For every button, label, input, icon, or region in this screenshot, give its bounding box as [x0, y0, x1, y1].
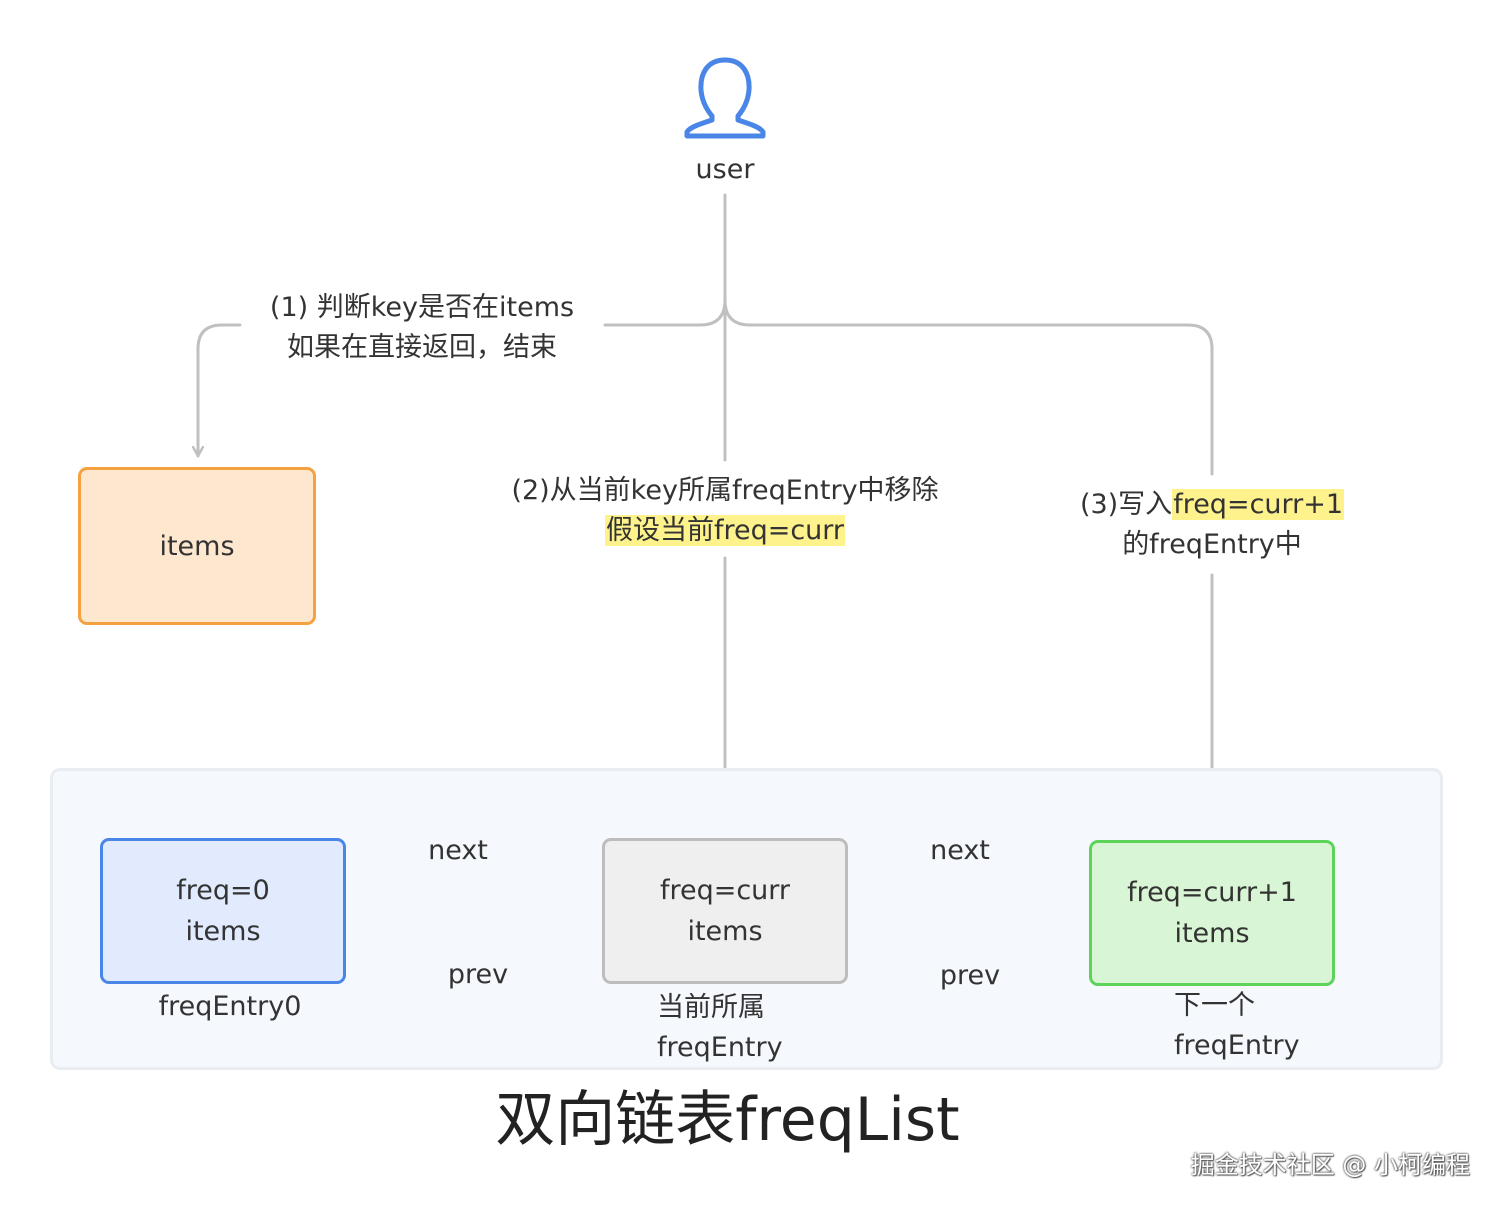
next-label-0: next	[428, 835, 488, 866]
items-box-label: items	[159, 530, 235, 562]
freq-node-1-items: items	[687, 916, 763, 947]
step2-line1: (2)从当前key所属freqEntry中移除	[511, 475, 939, 506]
connector-step1-left	[198, 323, 242, 458]
step3-label: (3)写入freq=curr+1 的freqEntry中	[1062, 485, 1362, 565]
step3-highlight: freq=curr+1	[1172, 489, 1345, 520]
freq-node-2-freq: freq=curr+1	[1127, 877, 1297, 908]
freq-node-1-caption-line2: freqEntry	[657, 1032, 783, 1063]
next-label-1: next	[930, 835, 990, 866]
connector-step3-upper	[723, 298, 1214, 476]
freq-node-2-caption-line2: freqEntry	[1174, 1030, 1300, 1061]
freq-node-1-freq: freq=curr	[659, 875, 791, 906]
items-box: items	[78, 467, 316, 625]
step1-line1: (1) 判断key是否在items	[269, 292, 575, 323]
user-label: user	[695, 154, 755, 185]
prev-label-1: prev	[939, 960, 1001, 991]
step3-line2: 的freqEntry中	[1122, 529, 1302, 560]
freq-node-1-caption-line1: 当前所属	[657, 992, 765, 1023]
connector-step1-right	[603, 298, 727, 327]
freq-node-2-items: items	[1174, 918, 1250, 949]
step1-label: (1) 判断key是否在items 如果在直接返回，结束	[242, 288, 602, 368]
freq-node-2-caption-line1: 下一个	[1174, 990, 1255, 1021]
step2-highlight: 假设当前freq=curr	[604, 515, 846, 546]
freq-node-0-items: items	[185, 916, 261, 947]
step3-prefix: (3)写入	[1079, 489, 1173, 520]
freq-node-0: freq=0 items	[100, 838, 346, 984]
freq-node-2: freq=curr+1 items	[1089, 840, 1335, 986]
step2-label: (2)从当前key所属freqEntry中移除 假设当前freq=curr	[485, 471, 965, 551]
freq-node-1: freq=curr items	[602, 838, 848, 984]
user-icon	[684, 57, 766, 139]
freqlist-title: 双向链表freqList	[495, 1085, 960, 1155]
freq-node-0-caption: freqEntry0	[130, 987, 330, 1027]
prev-label-0: prev	[447, 959, 509, 990]
freq-node-0-freq: freq=0	[176, 875, 270, 906]
step1-line2: 如果在直接返回，结束	[287, 332, 557, 363]
freq-node-0-caption-line1: freqEntry0	[158, 991, 302, 1022]
watermark: 掘金技术社区 @ 小柯编程	[1190, 1151, 1470, 1179]
freq-node-2-caption: 下一个 freqEntry	[1136, 986, 1336, 1066]
freq-node-1-caption: 当前所属 freqEntry	[617, 988, 817, 1068]
